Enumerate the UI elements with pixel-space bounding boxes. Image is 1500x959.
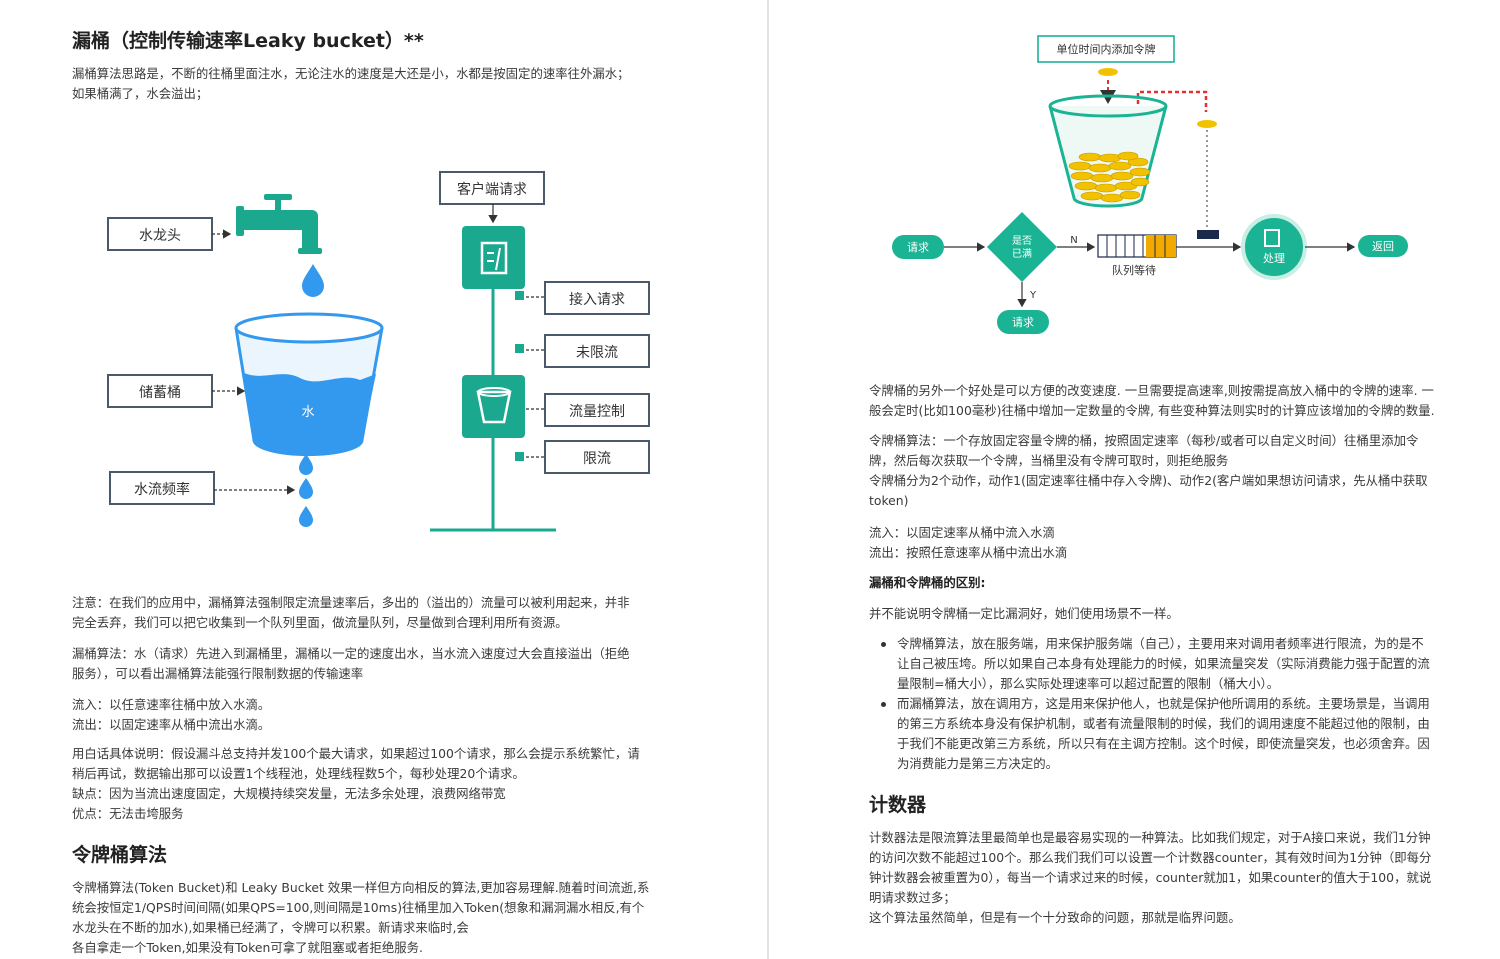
no-branch-label: N (1070, 235, 1077, 246)
is-full-diamond: 是否 已满 (987, 212, 1057, 282)
token-bucket-heading: 令牌桶算法 (72, 844, 168, 866)
request-in-pill: 请求 (892, 235, 944, 259)
note-paragraph: 注意：在我们的应用中，漏桶算法强制限定流量速率后，多出的（溢出的）流量可以被利用… (72, 595, 630, 630)
svg-text:未限流: 未限流 (576, 345, 618, 361)
svg-text:请求: 请求 (1012, 316, 1034, 329)
dripping-drops-icon (299, 454, 313, 527)
algo-paragraph: 漏桶算法：水（请求）先进入到漏桶里，漏桶以一定的速度出水，当水流入速度过大会直接… (72, 646, 630, 681)
inout-paragraph: 流入：以任意速率往桶中放入水滴。 流出：以固定速率从桶中流出水滴。 (72, 697, 271, 732)
difference-heading: 漏桶和令牌桶的区别: (869, 575, 986, 590)
svg-text:水流频率: 水流频率 (134, 481, 190, 498)
accept-request-box: 接入请求 (515, 281, 650, 315)
svg-text:水龙头: 水龙头 (139, 228, 181, 244)
difference-list: 令牌桶算法，放在服务端，用来保护服务端（自己），主要用来对调用者频率进行限流，为… (869, 634, 1430, 774)
faucet-icon (236, 194, 322, 254)
bucket-icon: 水 (234, 312, 384, 457)
difference-intro: 并不能说明令牌桶一定比漏洞好，她们使用场景不一样。 (869, 606, 1179, 621)
svg-text:已满: 已满 (1012, 248, 1032, 260)
unlimited-box: 未限流 (515, 334, 650, 368)
svg-text:水: 水 (301, 405, 314, 420)
svg-text:请求: 请求 (907, 241, 929, 254)
falling-coin-icon (1098, 68, 1118, 76)
token-bucket-icon (1048, 94, 1168, 208)
token-coin-icon (1197, 120, 1217, 128)
page-divider (767, 0, 769, 959)
svg-text:处理: 处理 (1263, 252, 1285, 265)
token-algo-paragraph: 令牌桶算法：一个存放固定容量令牌的桶，按照固定速率（每秒/或者可以自定义时间）往… (869, 433, 1428, 508)
process-circle: 处理 (1241, 214, 1307, 280)
svg-text:是否: 是否 (1012, 235, 1032, 247)
svg-text:客户端请求: 客户端请求 (457, 181, 527, 198)
token-advantage-paragraph: 令牌桶的另外一个好处是可以方便的改变速度. 一旦需要提高速率,则按需提高放入桶中… (869, 383, 1435, 418)
svg-text:储蓄桶: 储蓄桶 (139, 385, 181, 401)
token-inout-paragraph: 流入：以固定速率从桶中流入水滴 流出：按照任意速率从桶中流出水滴 (869, 525, 1068, 560)
queue-icon: 队列等待 (1097, 234, 1177, 277)
counter-paragraph: 计数器法是限流算法里最简单也是最容易实现的一种算法。比如我们规定，对于A接口来说… (869, 830, 1432, 925)
explain-paragraph: 用白话具体说明：假设漏斗总支持并发100个最大请求，如果超过100个请求，那么会… (72, 746, 640, 821)
add-token-label-box: 单位时间内添加令牌 (1037, 35, 1175, 63)
flow-rate-label-box: 水流频率 (109, 471, 215, 505)
bucket-filter-icon (462, 375, 525, 438)
yes-branch-label: Y (1029, 290, 1037, 301)
left-page: 漏桶（控制传输速率Leaky bucket）** 漏桶算法思路是，不断的往桶里面… (72, 30, 650, 955)
svg-text:接入请求: 接入请求 (569, 291, 625, 308)
leaky-bucket-title: 漏桶（控制传输速率Leaky bucket）** (72, 30, 424, 52)
limit-box: 限流 (515, 440, 650, 474)
water-drop-icon (302, 264, 324, 297)
request-out-pill: 请求 (997, 310, 1049, 334)
client-request-box: 客户端请求 (439, 171, 545, 205)
token-bucket-diagram: 单位时间内添加令牌 请求 是否 (892, 35, 1408, 334)
flow-control-box: 流量控制 (526, 393, 650, 427)
svg-text:流量控制: 流量控制 (569, 404, 625, 420)
leaky-bucket-diagram: 水龙头 水 储蓄桶 (107, 171, 650, 532)
svg-text:队列等待: 队列等待 (1112, 263, 1156, 277)
process-icon (1264, 229, 1280, 247)
faucet-label-box: 水龙头 (107, 217, 213, 251)
right-page: 单位时间内添加令牌 请求 是否 (770, 0, 1500, 959)
reservoir-label-box: 储蓄桶 (107, 374, 213, 408)
list-item: 而漏桶算法，放在调用方，这是用来保护他人，也就是保护他所调用的系统。主要场景是，… (869, 694, 1430, 774)
svg-text:返回: 返回 (1372, 240, 1394, 253)
token-bucket-paragraph: 令牌桶算法(Token Bucket)和 Leaky Bucket 效果一样但方… (72, 880, 650, 955)
svg-text:单位时间内添加令牌: 单位时间内添加令牌 (1057, 42, 1156, 56)
document-icon (462, 226, 525, 289)
list-item: 令牌桶算法，放在服务端，用来保护服务端（自己），主要用来对调用者频率进行限流，为… (869, 634, 1430, 694)
return-pill: 返回 (1358, 235, 1408, 257)
counter-heading: 计数器 (869, 794, 927, 816)
leaky-intro-paragraph: 漏桶算法思路是，不断的往桶里面注水，无论注水的速度是大还是小，水都是按固定的速率… (72, 66, 630, 101)
token-slot-icon (1197, 230, 1219, 239)
svg-text:限流: 限流 (583, 451, 611, 467)
